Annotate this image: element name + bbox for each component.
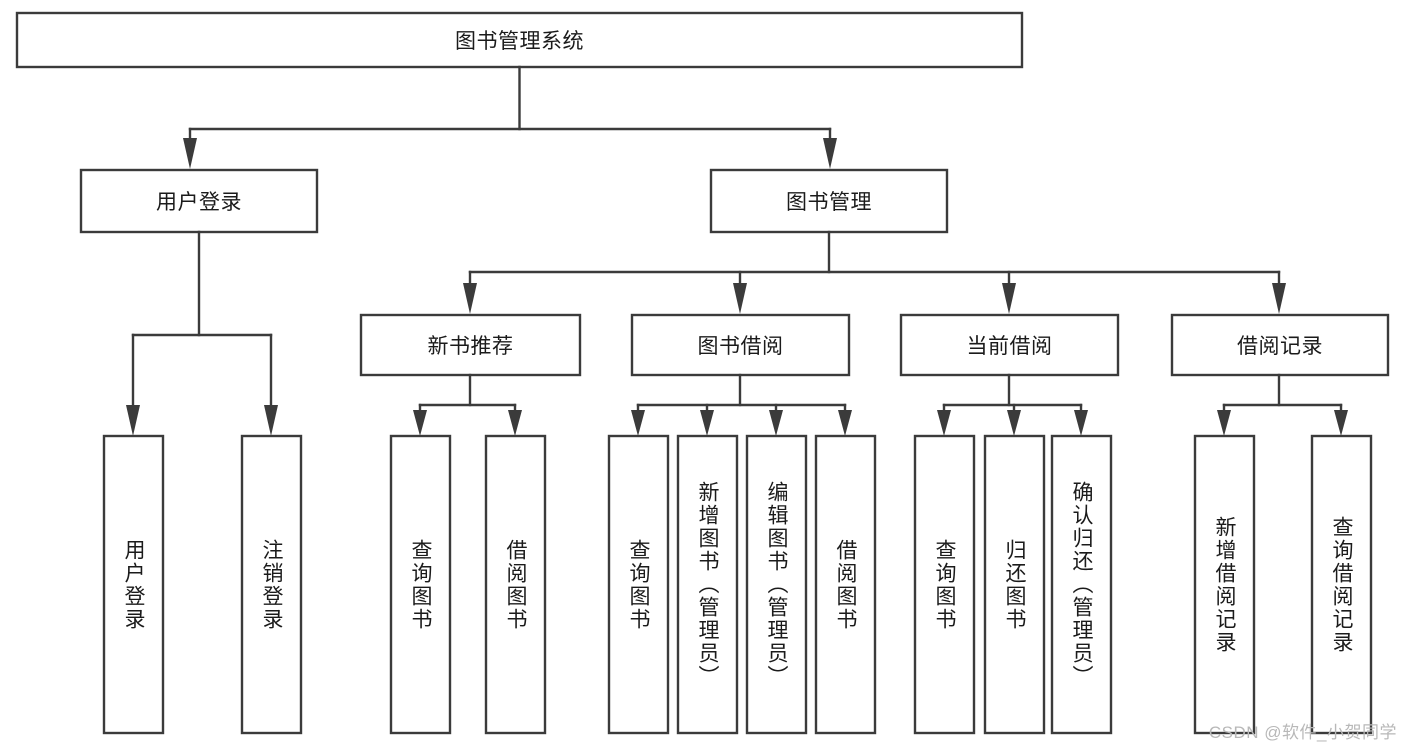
leaf-box-add-book[interactable] [676, 434, 739, 735]
leaf-box-query-record[interactable] [1310, 434, 1373, 735]
node-new-book-box[interactable] [359, 313, 582, 377]
arrow-to-leaf-add-book [700, 410, 714, 436]
arrow-to-borrow-record [1272, 283, 1286, 314]
arrow-to-leaf-logout [264, 405, 278, 436]
arrow-to-current-borrow [1002, 283, 1016, 314]
arrow-to-leaf-query-book-2 [631, 410, 645, 436]
leaf-box-add-record[interactable] [1193, 434, 1256, 735]
arrow-to-leaf-add-record [1217, 410, 1231, 436]
node-root-box[interactable] [15, 11, 1024, 69]
arrow-to-leaf-user-login [126, 405, 140, 436]
leaf-box-edit-book[interactable] [745, 434, 808, 735]
arrow-to-leaf-query-record [1334, 410, 1348, 436]
arrow-to-leaf-borrow-book-1 [508, 410, 522, 436]
leaf-box-return-book[interactable] [983, 434, 1046, 735]
arrow-to-user-login [183, 138, 197, 169]
arrow-to-leaf-borrow-book-2 [838, 410, 852, 436]
arrow-to-book-manage [823, 138, 837, 169]
arrow-to-leaf-query-book-3 [937, 410, 951, 436]
node-borrow-record-box[interactable] [1170, 313, 1390, 377]
node-current-borrow-box[interactable] [899, 313, 1120, 377]
leaf-box-query-book-1[interactable] [389, 434, 452, 735]
leaf-box-query-book-3[interactable] [913, 434, 976, 735]
arrow-to-leaf-return-book [1007, 410, 1021, 436]
leaf-box-borrow-book-1[interactable] [484, 434, 547, 735]
node-book-manage-box[interactable] [709, 168, 949, 234]
leaf-box-user-login[interactable] [102, 434, 165, 735]
node-user-login-box[interactable] [79, 168, 319, 234]
arrow-to-leaf-edit-book [769, 410, 783, 436]
arrow-to-leaf-query-book-1 [413, 410, 427, 436]
arrow-to-book-borrow [733, 283, 747, 314]
arrow-to-new-book [463, 283, 477, 314]
leaf-box-logout[interactable] [240, 434, 303, 735]
leaf-box-query-book-2[interactable] [607, 434, 670, 735]
arrow-to-leaf-confirm-return [1074, 410, 1088, 436]
leaf-box-borrow-book-2[interactable] [814, 434, 877, 735]
node-book-borrow-box[interactable] [630, 313, 851, 377]
leaf-box-confirm-return[interactable] [1050, 434, 1113, 735]
